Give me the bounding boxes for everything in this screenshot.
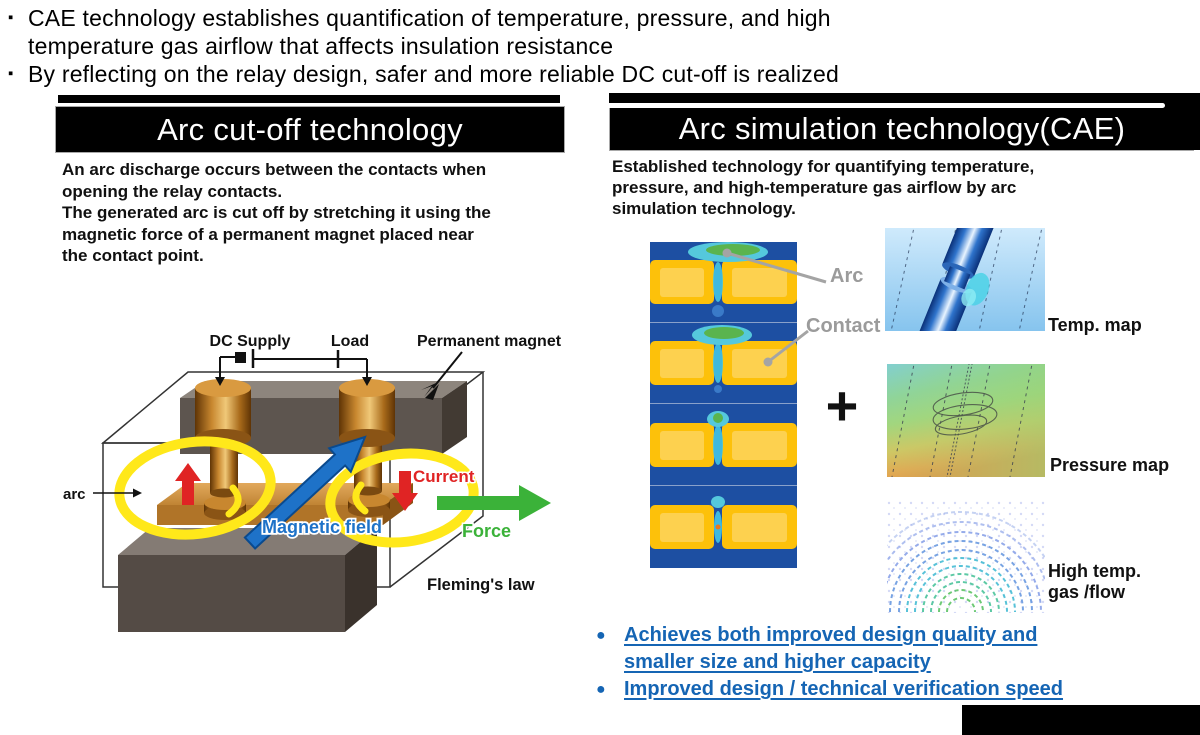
arc-cutoff-diagram: DC Supply Load Permanent magnet arc Curr… (63, 333, 562, 632)
circle-bullet-icon: ● (596, 681, 606, 698)
right-header: Arc simulation technology(CAE) (609, 93, 1200, 151)
top-bullet-2: ▪ By reflecting on the relay design, saf… (8, 60, 1168, 88)
sim-arc-label: Arc (830, 265, 864, 287)
current-label: Current (413, 467, 475, 486)
benefit-link-1[interactable]: Achieves both improved design quality an… (624, 624, 1038, 673)
right-panel-title: Arc simulation technology(CAE) (678, 111, 1126, 146)
wire-arrowhead (215, 377, 225, 386)
footer-redaction-block (962, 705, 1200, 735)
left-panel-description: An arc discharge occurs between the cont… (62, 160, 491, 265)
back-magnet (180, 381, 467, 454)
magnet-pointer (421, 351, 463, 400)
benefit-item-2: ● Improved design / technical verificati… (596, 676, 1116, 703)
sim-frame-2 (650, 323, 797, 405)
left-header: Arc cut-off technology (55, 106, 565, 153)
front-magnet (118, 528, 377, 632)
force-label: Force (462, 521, 511, 541)
top-bullet-list: ▪ CAE technology establishes quantificat… (8, 4, 1168, 88)
top-bullet-1-text: CAE technology establishes quantificatio… (28, 5, 831, 59)
benefit-item-1: ● Achieves both improved design quality … (596, 622, 1116, 676)
force-arrow (437, 485, 551, 521)
sim-contact-label: Contact (806, 315, 881, 337)
current-arrows (175, 463, 418, 511)
circle-bullet-icon: ● (596, 627, 606, 644)
sim-frame-3 (650, 404, 797, 487)
benefit-link-2[interactable]: Improved design / technical verification… (624, 678, 1064, 700)
dc-supply-label: DC Supply (210, 333, 291, 350)
gas-flow-image (887, 500, 1045, 613)
right-panel-description: Established technology for quantifying t… (612, 157, 1035, 218)
arc-simulation-image (650, 242, 827, 568)
left-header-accent-bar (58, 95, 560, 103)
temp-map-label: Temp. map (1048, 315, 1142, 335)
flemings-law-label: Fleming's law (427, 576, 535, 594)
square-bullet-icon: ▪ (8, 9, 14, 26)
top-bullet-2-text: By reflecting on the relay design, safer… (28, 61, 839, 87)
load-label: Load (331, 333, 369, 350)
pressure-map-image (887, 364, 1045, 477)
temp-map-image (885, 228, 1045, 331)
plus-sign: + (825, 374, 859, 437)
wire-arrowhead (362, 377, 372, 386)
top-bullet-1: ▪ CAE technology establishes quantificat… (8, 4, 1168, 60)
magnetic-field-label: Magnetic field (262, 517, 382, 537)
arc-loops (114, 436, 479, 548)
gas-flow-label: High temp. gas /flow (1048, 561, 1141, 602)
right-header-box: Arc simulation technology(CAE) (609, 108, 1194, 151)
leader-lines (722, 248, 827, 367)
pressure-map-label: Pressure map (1050, 455, 1170, 475)
arc-pointer (93, 488, 142, 498)
magnetic-field-arrow (243, 435, 367, 550)
right-header-accent-gap (609, 103, 1165, 108)
supply-wiring (219, 349, 368, 379)
benefits-list: ● Achieves both improved design quality … (596, 622, 1116, 703)
left-panel-title: Arc cut-off technology (157, 111, 463, 147)
sim-frame-4 (650, 486, 797, 568)
square-bullet-icon: ▪ (8, 65, 14, 82)
dc-supply-symbol (235, 352, 246, 363)
arc-label: arc (63, 486, 86, 503)
permanent-magnet-label: Permanent magnet (417, 333, 562, 350)
